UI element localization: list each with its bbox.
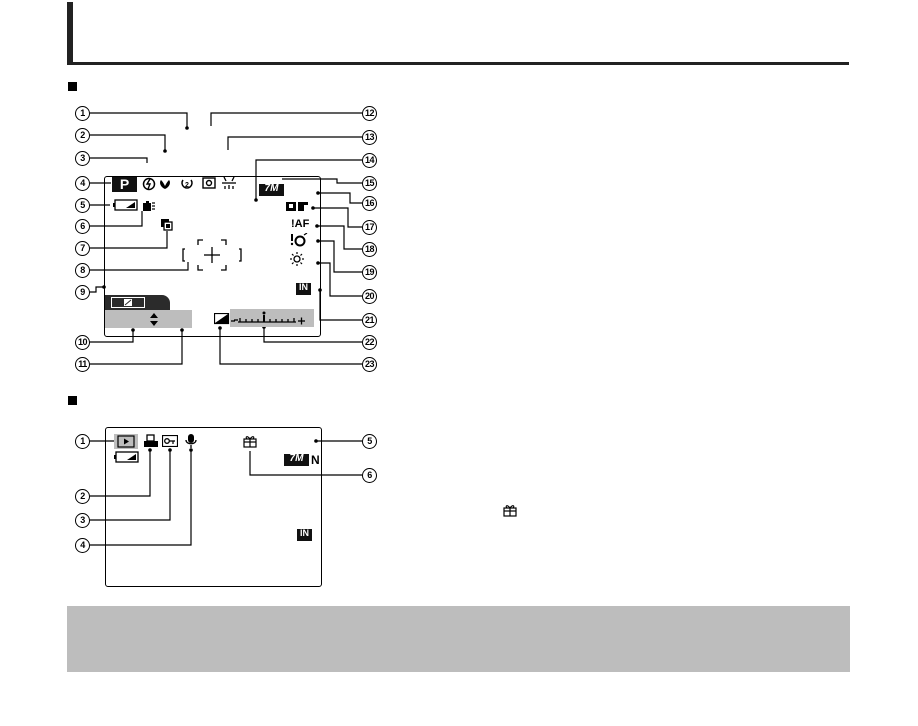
exposure-compensation-icon <box>111 297 145 308</box>
shooting-lcd-screen <box>104 176 321 337</box>
exposure-scale-icon <box>214 313 230 325</box>
playback-internal-memory-icon: IN <box>297 529 312 541</box>
playback-callout-4: 4 <box>75 538 90 553</box>
callout-23: 23 <box>362 357 377 372</box>
flash-off-icon <box>142 177 156 191</box>
af-warning-icon: !AF <box>291 218 310 230</box>
callout-22: 22 <box>362 335 377 350</box>
inline-present-icon <box>503 505 517 517</box>
callout-14: 14 <box>362 153 377 168</box>
image-size-icon: 7M <box>259 184 284 196</box>
continuous-shooting-icon <box>143 201 155 211</box>
callout-13: 13 <box>362 130 377 145</box>
callout-20: 20 <box>362 289 377 304</box>
callout-12: 12 <box>362 106 377 121</box>
present-gift-icon <box>243 436 257 448</box>
exposure-value-field <box>105 310 192 328</box>
playback-battery-icon <box>114 451 139 463</box>
playback-callout-5: 5 <box>362 434 377 449</box>
battery-icon <box>113 199 138 211</box>
callout-11: 11 <box>75 357 90 372</box>
callout-2: 2 <box>75 128 90 143</box>
af-frame <box>182 239 242 271</box>
photometry-icon <box>202 177 216 189</box>
header-rule <box>67 62 849 65</box>
quality-mode-icon <box>286 202 308 211</box>
callout-15: 15 <box>362 176 377 191</box>
callout-16: 16 <box>362 196 377 211</box>
callout-5: 5 <box>75 198 90 213</box>
protection-icon <box>162 435 178 447</box>
self-timer-icon: 2 <box>181 179 193 189</box>
playback-mode-icon <box>114 434 138 449</box>
playback-image-size-icon: 7M <box>284 454 309 466</box>
callout-7: 7 <box>75 241 90 256</box>
section-bullet-playback <box>68 396 77 405</box>
internal-memory-icon: IN <box>296 283 311 295</box>
playback-quality-icon: N <box>311 453 320 467</box>
svg-text:2: 2 <box>185 182 189 189</box>
header-bar <box>67 2 73 64</box>
callout-17: 17 <box>362 220 377 235</box>
white-balance-icon <box>222 176 236 189</box>
exposure-ticks <box>231 311 305 325</box>
program-mode-icon: P <box>112 177 137 192</box>
callout-1: 1 <box>75 106 90 121</box>
playback-callout-2: 2 <box>75 489 90 504</box>
callout-3: 3 <box>75 151 90 166</box>
callout-9: 9 <box>75 285 90 300</box>
camera-shake-warning-icon <box>290 233 308 247</box>
voice-memo-icon <box>185 434 197 448</box>
callout-21: 21 <box>362 313 377 328</box>
footer-note-box <box>67 606 850 672</box>
dpof-print-icon <box>144 434 158 447</box>
callout-8: 8 <box>75 263 90 278</box>
macro-icon <box>160 180 170 189</box>
section-bullet-shooting <box>68 82 77 91</box>
callout-19: 19 <box>362 265 377 280</box>
playback-callout-1: 1 <box>75 434 90 449</box>
dual-frame-icon <box>161 219 173 231</box>
sunny-white-balance-icon <box>290 252 304 266</box>
up-down-arrows-icon <box>150 313 158 326</box>
callout-18: 18 <box>362 242 377 257</box>
playback-callout-6: 6 <box>362 468 377 483</box>
playback-callout-3: 3 <box>75 513 90 528</box>
callout-10: 10 <box>75 335 90 350</box>
callout-6: 6 <box>75 219 90 234</box>
playback-lcd-screen <box>105 427 322 587</box>
exposure-compensation-panel <box>105 295 170 310</box>
exposure-indicator-bar <box>230 309 314 327</box>
callout-4: 4 <box>75 176 90 191</box>
